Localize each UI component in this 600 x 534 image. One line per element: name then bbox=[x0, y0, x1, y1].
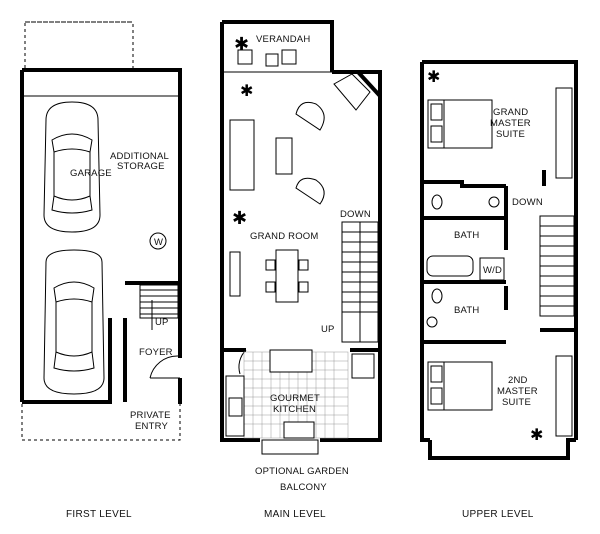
plant-icon: ✱ bbox=[240, 83, 253, 100]
plant-icon: ✱ bbox=[232, 208, 247, 228]
foyer-label: FOYER bbox=[139, 347, 173, 358]
private-entry-line1: PRIVATE bbox=[130, 410, 171, 421]
first-up-label: UP bbox=[155, 317, 169, 328]
toilet-icon bbox=[431, 288, 443, 304]
kitchen-island bbox=[269, 349, 313, 373]
wd-label: W/D bbox=[483, 265, 502, 276]
bath1-label: BATH bbox=[454, 230, 479, 241]
grand-room-label: GRAND ROOM bbox=[250, 231, 319, 242]
armchair-icon bbox=[295, 101, 325, 131]
main-level-caption: MAIN LEVEL bbox=[264, 509, 326, 520]
master-suite-line3: SUITE bbox=[496, 129, 525, 140]
second-suite-line1: 2ND bbox=[508, 375, 528, 386]
bathtub-icon bbox=[426, 255, 474, 277]
plant-icon: ✱ bbox=[530, 427, 543, 444]
main-up-label: UP bbox=[321, 324, 335, 335]
sink-icon bbox=[488, 196, 500, 208]
dining-table bbox=[275, 249, 299, 303]
balcony-planter bbox=[261, 439, 319, 455]
washer-label: W bbox=[154, 237, 163, 248]
garage-label: GARAGE bbox=[70, 168, 112, 179]
master-suite-line1: GRAND bbox=[493, 107, 528, 118]
washer-icon bbox=[149, 232, 167, 250]
toilet-icon bbox=[431, 194, 443, 210]
bath2-label: BATH bbox=[454, 305, 479, 316]
closet bbox=[555, 87, 573, 179]
bay-window bbox=[333, 73, 371, 111]
main-level-stair bbox=[341, 221, 379, 343]
upper-down-label: DOWN bbox=[512, 197, 543, 208]
entry-door bbox=[149, 355, 180, 379]
first-level-caption: FIRST LEVEL bbox=[66, 509, 132, 520]
sink-icon bbox=[426, 316, 438, 328]
bed-icon bbox=[427, 99, 493, 149]
balcony-label-line1: OPTIONAL GARDEN bbox=[255, 466, 349, 477]
balcony-label-line2: BALCONY bbox=[280, 482, 327, 493]
closet bbox=[555, 355, 573, 437]
sideboard-icon bbox=[229, 251, 241, 297]
chair-icon bbox=[237, 49, 253, 65]
private-entry-line2: ENTRY bbox=[135, 421, 168, 432]
first-level-plan: GARAGE ADDITIONAL STORAGE W UP FOYER PRI… bbox=[20, 21, 182, 441]
master-suite-line2: MASTER bbox=[490, 118, 531, 129]
main-level-plan: ✱ ✱ ✱ VERANDAH GRAND ROOM DOWN UP GOURME… bbox=[220, 20, 382, 493]
washer-dryer-box bbox=[479, 257, 505, 281]
sink-icon bbox=[283, 421, 315, 439]
storage-label-line1: ADDITIONAL bbox=[110, 151, 169, 162]
upper-level-plan: ✱ ✱ GRAND MASTER SUITE DOWN BATH W/D BAT… bbox=[420, 60, 578, 460]
upper-level-caption: UPPER LEVEL bbox=[462, 509, 534, 520]
main-down-label: DOWN bbox=[340, 209, 371, 220]
kitchen-label-line1: GOURMET bbox=[270, 393, 320, 404]
car-icon bbox=[43, 249, 105, 395]
first-level-stair bbox=[139, 284, 179, 330]
second-suite-line3: SUITE bbox=[502, 397, 531, 408]
refrigerator-icon bbox=[351, 353, 375, 379]
second-suite-line2: MASTER bbox=[497, 386, 538, 397]
range-icon bbox=[228, 397, 243, 417]
side-table-icon bbox=[265, 53, 279, 67]
bed-icon bbox=[427, 361, 493, 411]
plant-icon: ✱ bbox=[427, 69, 440, 86]
sofa-icon bbox=[229, 119, 255, 191]
coffee-table bbox=[275, 137, 293, 175]
car-icon bbox=[43, 101, 101, 233]
chair-icon bbox=[281, 49, 297, 65]
upper-level-stair bbox=[539, 215, 575, 317]
verandah-label: VERANDAH bbox=[256, 34, 310, 45]
armchair-icon bbox=[295, 177, 325, 205]
plant-icon: ✱ bbox=[234, 34, 249, 54]
storage-label-line2: STORAGE bbox=[117, 161, 165, 172]
kitchen-label-line2: KITCHEN bbox=[273, 404, 316, 415]
